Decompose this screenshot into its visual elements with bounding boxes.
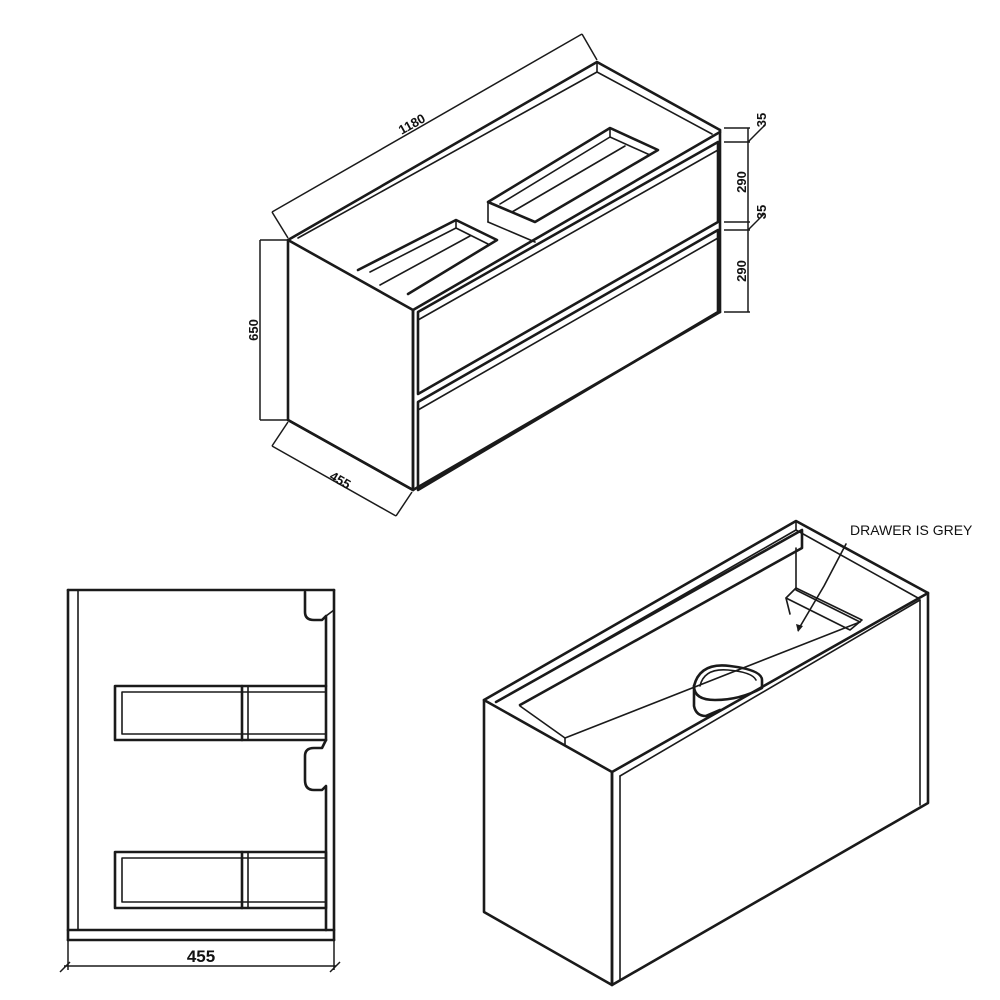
note-leader (797, 543, 847, 631)
dim-height-label: 650 (246, 319, 261, 341)
vanity-front-top-edge (411, 130, 722, 312)
dim-width-label: 1180 (396, 111, 428, 138)
leader-arrowhead (796, 624, 803, 632)
dim-depth-label: 455 (327, 468, 353, 492)
dim-rail-1-label: 35 (754, 113, 769, 127)
dim-depth: 455 (271, 421, 413, 517)
drawer-side-panel (610, 591, 930, 987)
side-lower-drawer (113, 850, 328, 910)
dim-height: 650 (246, 239, 288, 421)
dim-stack: 35 290 35 290 (724, 113, 769, 313)
dim-width: 1180 (271, 33, 598, 239)
inner-drawer-left (356, 218, 499, 296)
drawer-front-panel (482, 698, 614, 987)
inner-drawer-right (486, 126, 660, 243)
open-drawer-view: DRAWER IS GREY (482, 519, 973, 987)
plumbing-cutout (692, 664, 764, 718)
dim-rail-2-label: 35 (754, 205, 769, 219)
dim-drawer-1-label: 290 (734, 171, 749, 193)
side-upper-drawer (113, 684, 328, 742)
isometric-vanity: 1180 650 455 35 290 35 (246, 33, 769, 517)
lower-drawer-front (416, 228, 720, 492)
upper-drawer-front (416, 140, 720, 396)
drawer-note: DRAWER IS GREY (850, 522, 973, 538)
dim-side-depth: 455 (59, 940, 341, 973)
dim-drawer-2-label: 290 (734, 260, 749, 282)
side-section-view: 455 (59, 588, 341, 973)
dim-side-depth-label: 455 (187, 947, 215, 966)
